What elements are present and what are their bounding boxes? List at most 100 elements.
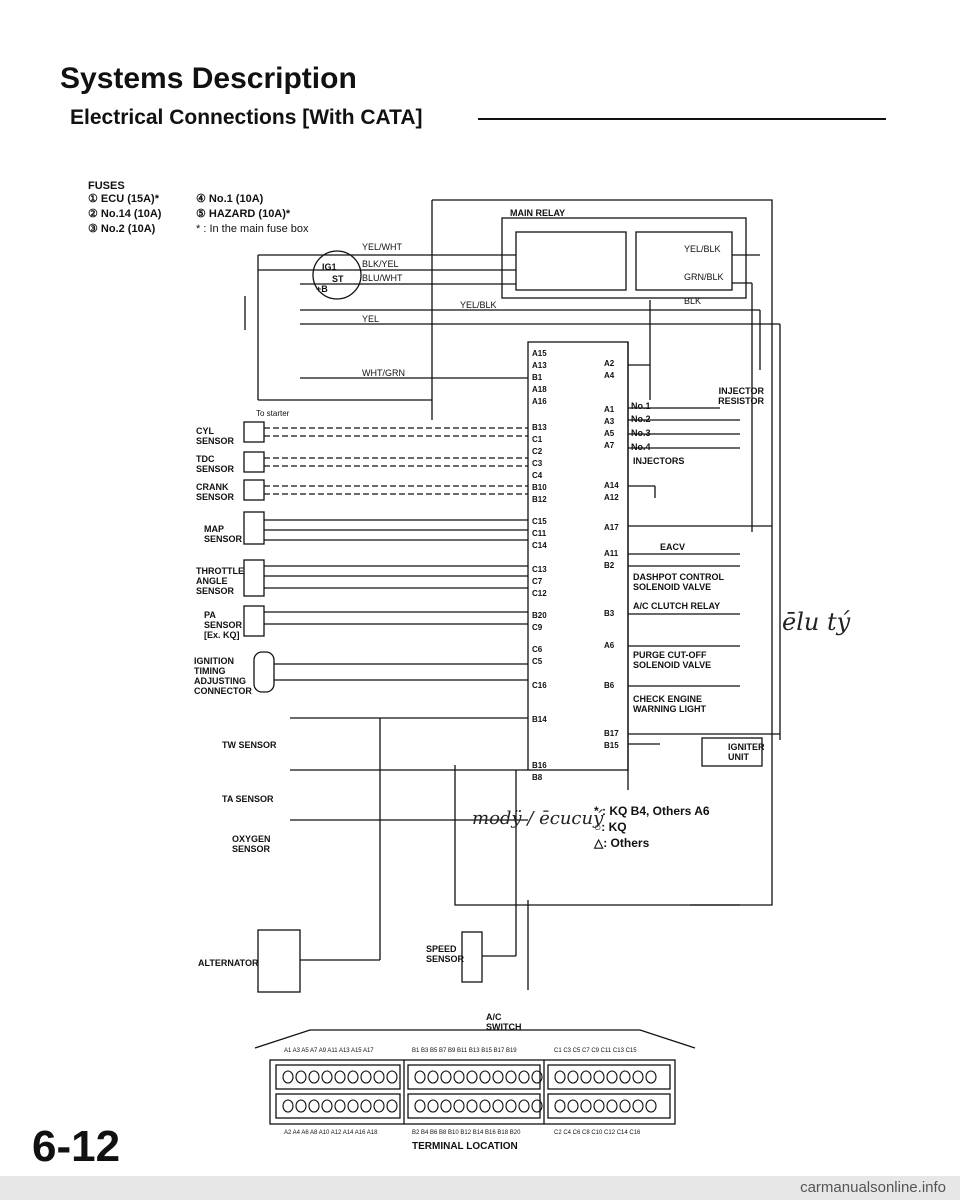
terminal-label-bottom-c: C2 C4 C6 C8 C10 C12 C14 C16 xyxy=(554,1130,641,1136)
svg-text:C5: C5 xyxy=(532,657,543,666)
wire-label: GRN/BLK xyxy=(684,272,724,282)
terminal-pin xyxy=(360,1099,372,1113)
check-engine-light-label: CHECK ENGINE WARNING LIGHT xyxy=(633,694,706,714)
terminal-label-bottom-b: B2 B4 B6 B8 B10 B12 B14 B16 B18 B20 xyxy=(412,1130,521,1136)
terminal-pin xyxy=(386,1070,398,1084)
ignition-timing-connector-label: IGNITION TIMING ADJUSTING CONNECTOR xyxy=(194,656,252,696)
terminal-pin xyxy=(334,1099,346,1113)
speed-sensor-box xyxy=(461,931,483,983)
svg-text:C15: C15 xyxy=(532,517,547,526)
terminal-pin xyxy=(308,1099,320,1113)
pa-sensor-label: PA SENSOR [Ex. KQ] xyxy=(204,610,243,640)
fuse-item: ③ No.2 (10A) xyxy=(88,223,156,235)
terminal-pin xyxy=(347,1099,359,1113)
terminal-pin xyxy=(619,1099,631,1113)
svg-text:A5: A5 xyxy=(604,429,615,438)
terminal-pin xyxy=(593,1070,605,1084)
legend-line: △: Others xyxy=(594,836,650,850)
terminal-pin xyxy=(295,1099,307,1113)
terminal-pin xyxy=(632,1099,644,1113)
fuse-item: ② No.14 (10A) xyxy=(88,208,162,220)
injector-no2-label: No.2 xyxy=(631,414,651,424)
terminal-pin xyxy=(554,1099,566,1113)
svg-text:A17: A17 xyxy=(604,523,619,532)
fuses-heading: FUSES xyxy=(88,180,125,192)
svg-text:A6: A6 xyxy=(604,641,615,650)
handwritten-note: ēlu tý xyxy=(782,608,851,636)
terminal-pin xyxy=(632,1070,644,1084)
injectors-label: INJECTORS xyxy=(633,456,685,466)
svg-text:A12: A12 xyxy=(604,493,619,502)
fuse-item: ⑤ HAZARD (10A)* xyxy=(196,208,291,220)
svg-text:B8: B8 xyxy=(532,773,543,782)
speed-sensor-label: SPEED SENSOR xyxy=(426,944,465,964)
svg-text:C3: C3 xyxy=(532,459,543,468)
svg-text:B10: B10 xyxy=(532,483,547,492)
terminal-pin xyxy=(308,1070,320,1084)
cyl-sensor-label: CYL SENSOR xyxy=(196,426,235,446)
ta-sensor-label: TA SENSOR xyxy=(222,794,274,804)
title-rule xyxy=(478,118,886,120)
svg-text:B20: B20 xyxy=(532,611,547,620)
terminal-label-top-b: B1 B3 B5 B7 B9 B11 B13 B15 B17 B19 xyxy=(412,1048,517,1054)
tdc-sensor-label: TDC SENSOR xyxy=(196,454,235,474)
terminal-pin xyxy=(606,1099,618,1113)
fuse-item: ④ No.1 (10A) xyxy=(196,193,264,205)
alternator-box xyxy=(257,929,301,993)
igniter-unit-label: IGNITER UNIT xyxy=(728,742,765,762)
ignition-terminal-label: +B xyxy=(316,284,328,294)
terminal-pin xyxy=(282,1099,294,1113)
ignition-terminal-label: ST xyxy=(332,274,344,284)
terminal-pin xyxy=(619,1070,631,1084)
terminal-location-title: TERMINAL LOCATION xyxy=(412,1141,518,1152)
terminal-pin xyxy=(414,1070,426,1084)
terminal-pin xyxy=(505,1099,517,1113)
svg-text:C11: C11 xyxy=(532,529,547,538)
svg-text:A16: A16 xyxy=(532,397,547,406)
svg-text:A14: A14 xyxy=(604,481,619,490)
wire-label: BLU/WHT xyxy=(362,273,403,283)
wire-label: YEL xyxy=(362,314,380,324)
svg-text:B14: B14 xyxy=(532,715,547,724)
terminal-pin xyxy=(479,1099,491,1113)
terminal-pin xyxy=(645,1070,657,1084)
section-subtitle: Electrical Connections [With CATA] xyxy=(70,106,423,129)
ac-clutch-relay-label: A/C CLUTCH RELAY xyxy=(633,601,721,611)
terminal-pin xyxy=(518,1099,530,1113)
svg-text:C4: C4 xyxy=(532,471,543,480)
crank-sensor-label: CRANK SENSOR xyxy=(196,482,235,502)
svg-text:A11: A11 xyxy=(604,549,619,558)
terminal-pin xyxy=(282,1070,294,1084)
terminal-pin xyxy=(505,1070,517,1084)
svg-text:A18: A18 xyxy=(532,385,547,394)
terminal-pin xyxy=(440,1099,452,1113)
injector-no1-label: No.1 xyxy=(631,401,651,411)
wire-label: YEL/WHT xyxy=(362,242,403,252)
svg-text:C16: C16 xyxy=(532,681,547,690)
terminal-pin xyxy=(492,1099,504,1113)
wire-label: BLK xyxy=(684,296,702,306)
svg-text:A13: A13 xyxy=(532,361,547,370)
oxygen-sensor-label: OXYGEN SENSOR xyxy=(232,834,271,854)
svg-text:A4: A4 xyxy=(604,371,615,380)
svg-text:A3: A3 xyxy=(604,417,615,426)
outer-frame-wire xyxy=(432,199,773,906)
legend-line: * : KQ B4, Others A6 xyxy=(594,804,710,818)
svg-text:A7: A7 xyxy=(604,441,615,450)
main-relay-label: MAIN RELAY xyxy=(510,208,566,218)
terminal-pin xyxy=(427,1070,439,1084)
svg-text:B16: B16 xyxy=(532,761,547,770)
svg-text:B17: B17 xyxy=(604,729,619,738)
terminal-pin xyxy=(414,1099,426,1113)
terminal-pin xyxy=(580,1070,592,1084)
terminal-pin xyxy=(295,1070,307,1084)
wire-label: YEL/BLK xyxy=(460,300,497,310)
terminal-pin xyxy=(373,1070,385,1084)
svg-text:C13: C13 xyxy=(532,565,547,574)
terminal-label-bottom-a: A2 A4 A6 A8 A10 A12 A14 A16 A18 xyxy=(284,1130,378,1136)
terminal-label-top-a: A1 A3 A5 A7 A9 A11 A13 A15 A17 xyxy=(284,1048,374,1054)
terminal-pin xyxy=(531,1070,543,1084)
svg-text:B3: B3 xyxy=(604,609,615,618)
ignition-terminal-label: IG1 xyxy=(322,262,337,272)
